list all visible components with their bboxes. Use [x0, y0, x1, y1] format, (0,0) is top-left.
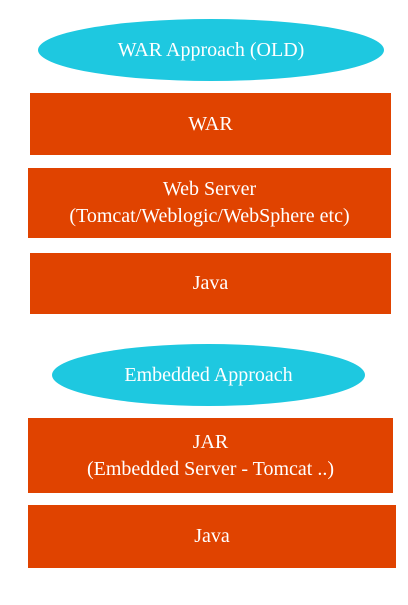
war-java-label: Java: [192, 272, 229, 294]
web-server-label: Web Server: [162, 178, 257, 200]
embedded-approach-title: Embedded Approach: [124, 363, 293, 386]
embedded-java-label: Java: [194, 525, 230, 547]
jar-layer-box: JAR (Embedded Server - Tomcat ..): [28, 418, 393, 493]
web-server-layer-box: Web Server (Tomcat/Weblogic/WebSphere et…: [28, 168, 391, 238]
war-layer-label: WAR: [188, 112, 233, 135]
jar-embedded-server-label: (Embedded Server - Tomcat ..): [86, 457, 335, 480]
war-approach-ellipse: WAR Approach (OLD): [38, 19, 384, 81]
war-approach-title: WAR Approach (OLD): [117, 38, 305, 61]
web-server-examples-label: (Tomcat/Weblogic/WebSphere etc): [69, 205, 350, 227]
war-layer-box: WAR: [30, 93, 391, 155]
embedded-java-layer-box: Java: [28, 505, 396, 568]
war-java-layer-box: Java: [30, 253, 391, 314]
embedded-approach-ellipse: Embedded Approach: [52, 344, 365, 406]
jar-label: JAR: [192, 430, 229, 453]
